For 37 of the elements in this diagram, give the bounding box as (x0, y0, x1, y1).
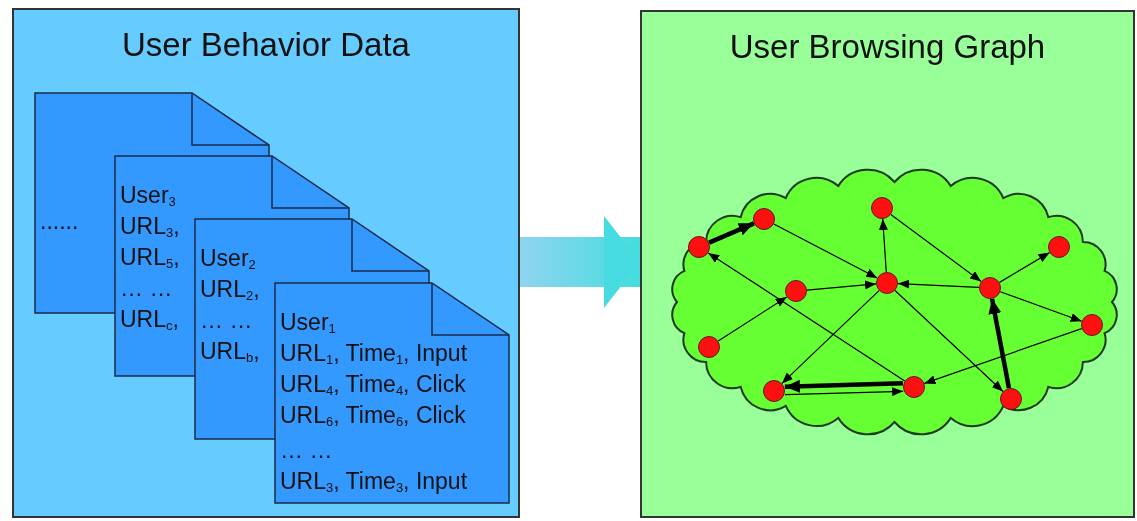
record-line: … … (120, 275, 173, 301)
record-line: … … (280, 437, 333, 463)
arrow (781, 290, 880, 384)
record-line: User$_{2}$ (200, 245, 256, 271)
arrow (784, 387, 904, 397)
arrow (897, 279, 980, 289)
arrow (784, 379, 903, 393)
arrow (923, 328, 1083, 384)
record-line: URL$_{1}$, Time$_{1}$, Input (280, 340, 468, 366)
record-line: … … (200, 307, 253, 333)
arrow (998, 252, 1051, 283)
record-line: URL$_{3}$, Time$_{3}$, Input (280, 468, 468, 494)
record-line: User$_{3}$ (120, 182, 176, 208)
arrow (878, 218, 888, 273)
record-line: URL$_{6}$, Time$_{6}$, Click (280, 402, 466, 428)
ellipsis-text: ...... (40, 207, 79, 234)
arrow (707, 252, 906, 382)
arrow (806, 280, 877, 291)
arrow (988, 298, 1012, 389)
arrow (890, 213, 982, 283)
arrow (999, 291, 1083, 322)
arrow (894, 289, 1004, 393)
arrow (773, 223, 878, 279)
record-line: URL$_{b}$, (200, 338, 260, 364)
record-line: URL$_{4}$, Time$_{4}$, Click (280, 371, 466, 397)
panel-title: User Browsing Graph (729, 28, 1046, 66)
arrow (708, 221, 755, 245)
record-line: URL$_{2}$, (200, 276, 260, 302)
panel-title: User Behavior Data (122, 26, 410, 64)
data-panel (12, 8, 520, 518)
arrow (717, 296, 788, 342)
block-arrow (520, 216, 640, 308)
record-line: URL$_{5}$, (120, 244, 180, 270)
record-line: URL$_{3}$, (120, 213, 180, 239)
graph-panel (640, 10, 1135, 518)
record-line: User$_{1}$ (280, 309, 336, 335)
record-line: URL$_{c}$, (120, 306, 179, 332)
